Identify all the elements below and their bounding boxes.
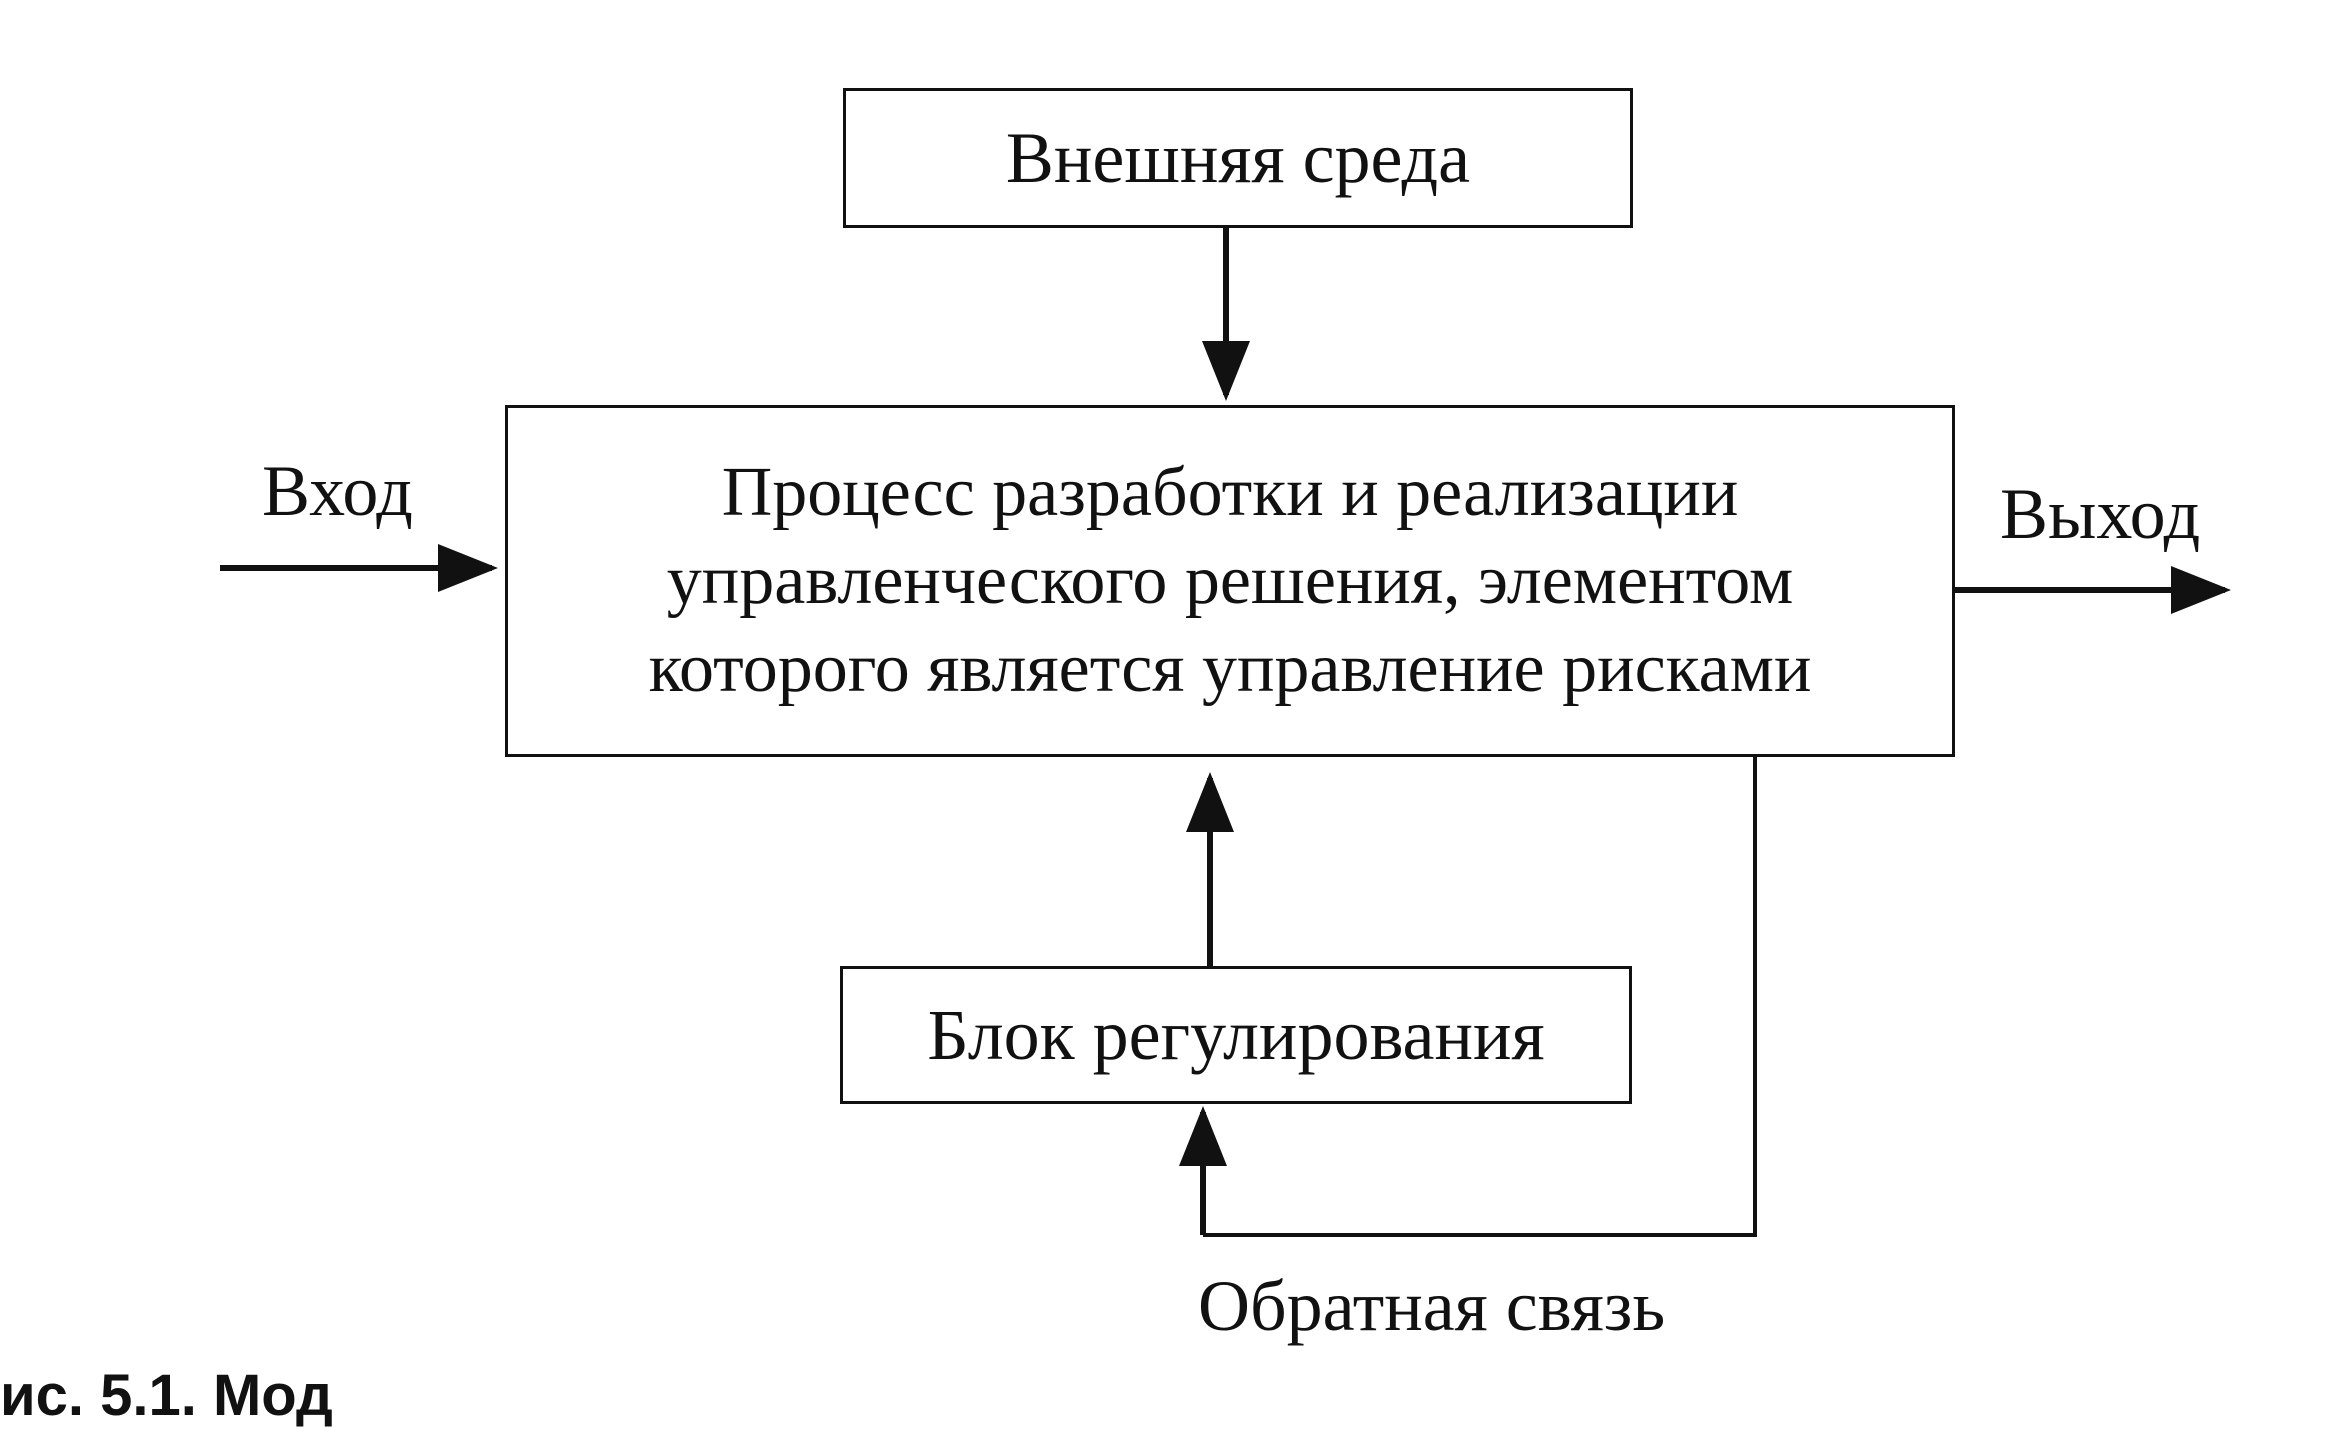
feedback-loop-line xyxy=(1203,757,1757,1237)
regulator-box: Блок регулирования xyxy=(840,966,1632,1104)
process-box: Процесс разработки и реализации управлен… xyxy=(505,405,1955,757)
process-line-2: управленческого решения, элементом xyxy=(666,542,1794,619)
feedback-label: Обратная связь xyxy=(1198,1266,1666,1346)
regulator-label: Блок регулирования xyxy=(927,995,1545,1075)
process-line-3: которого является управление рисками xyxy=(648,630,1812,707)
external-environment-label: Внешняя среда xyxy=(1005,118,1471,198)
process-line-1: Процесс разработки и реализации xyxy=(721,454,1739,531)
figure-caption: ис. 5.1. Мод xyxy=(0,1363,333,1428)
output-label: Выход xyxy=(2000,474,2201,554)
input-label: Вход xyxy=(262,451,413,531)
external-environment-box: Внешняя среда xyxy=(843,88,1633,228)
